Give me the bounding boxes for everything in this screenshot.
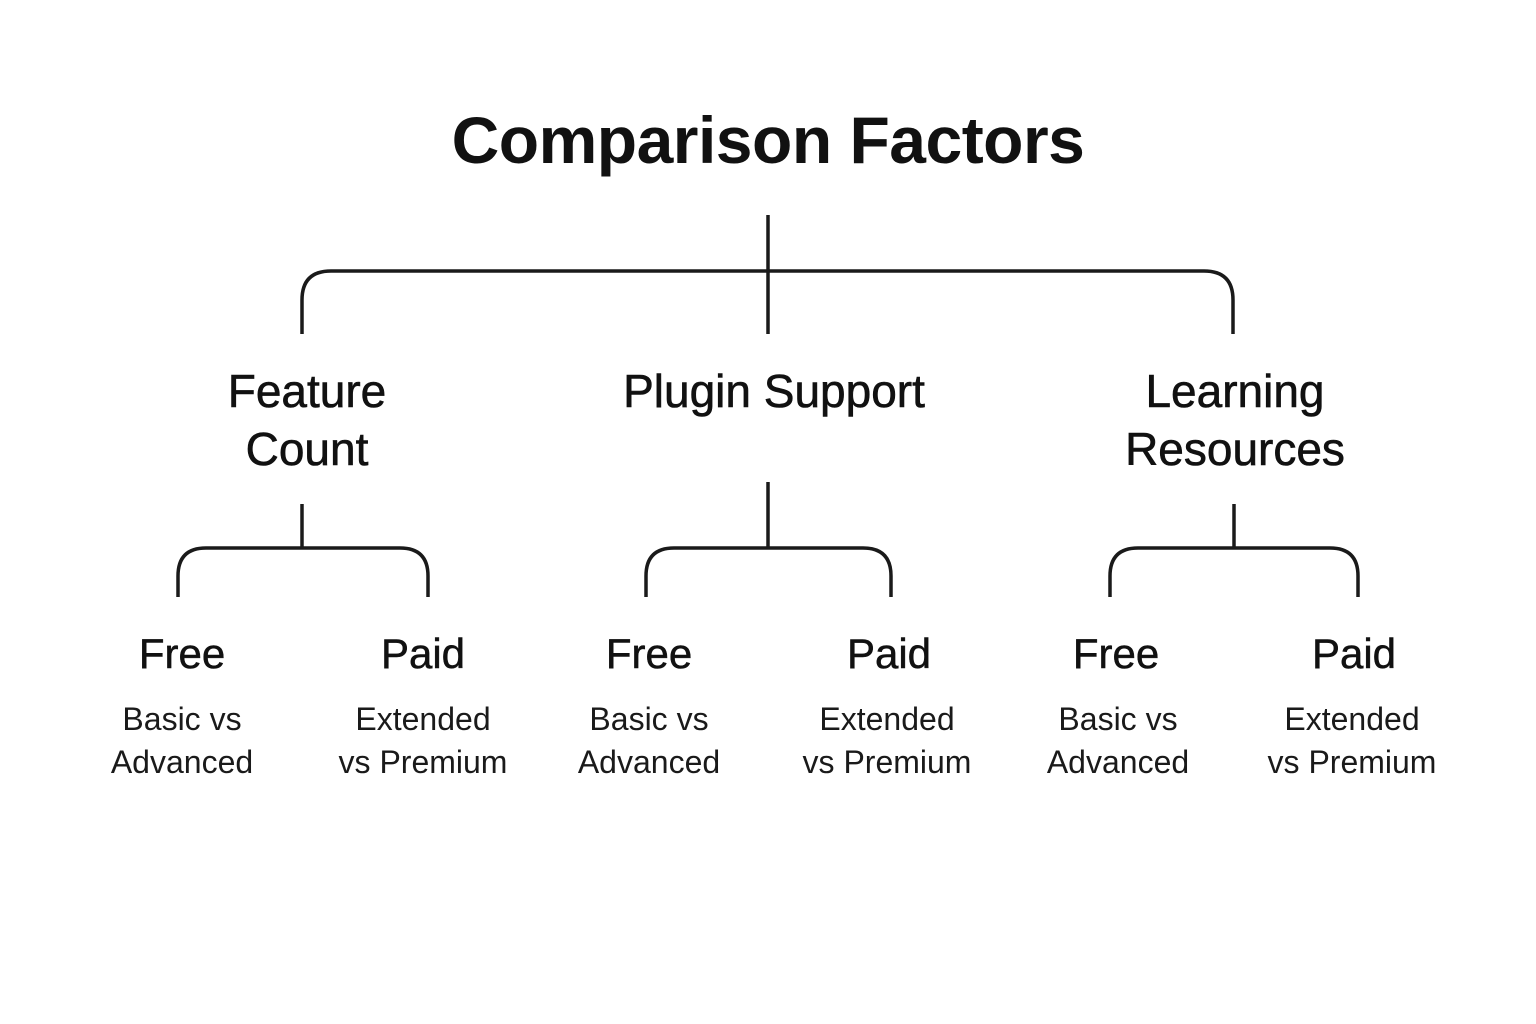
category-plugin-support: Plugin Support [623, 365, 925, 418]
plugin-support-paid-label: Paid [846, 630, 932, 678]
plugin-support-bracket [644, 546, 893, 597]
learning-resources-paid-description: Extended vs Premium [1267, 701, 1437, 780]
plugin-support-free-label: Free [605, 630, 693, 678]
diagram-title: Comparison Factors [451, 103, 1085, 177]
feature-count-paid-label: Paid [380, 630, 466, 678]
learning-resources-free-description: Basic vs Advanced [1046, 701, 1190, 780]
learning-resources-bracket [1108, 546, 1360, 597]
feature-count-free-description: Basic vs Advanced [110, 701, 254, 780]
feature-count-paid-description: Extended vs Premium [338, 701, 508, 780]
learning-resources-free-label: Free [1072, 630, 1160, 678]
feature-count-free-label: Free [138, 630, 226, 678]
root-bracket [300, 269, 1235, 334]
feature-count-bracket [176, 546, 430, 597]
plugin-support-paid-description: Extended vs Premium [802, 701, 972, 780]
learning-resources-paid-label: Paid [1311, 630, 1397, 678]
plugin-support-free-description: Basic vs Advanced [577, 701, 721, 780]
category-feature-count: Feature Count [227, 365, 387, 476]
category-learning-resources: Learning Resources [1125, 365, 1345, 476]
